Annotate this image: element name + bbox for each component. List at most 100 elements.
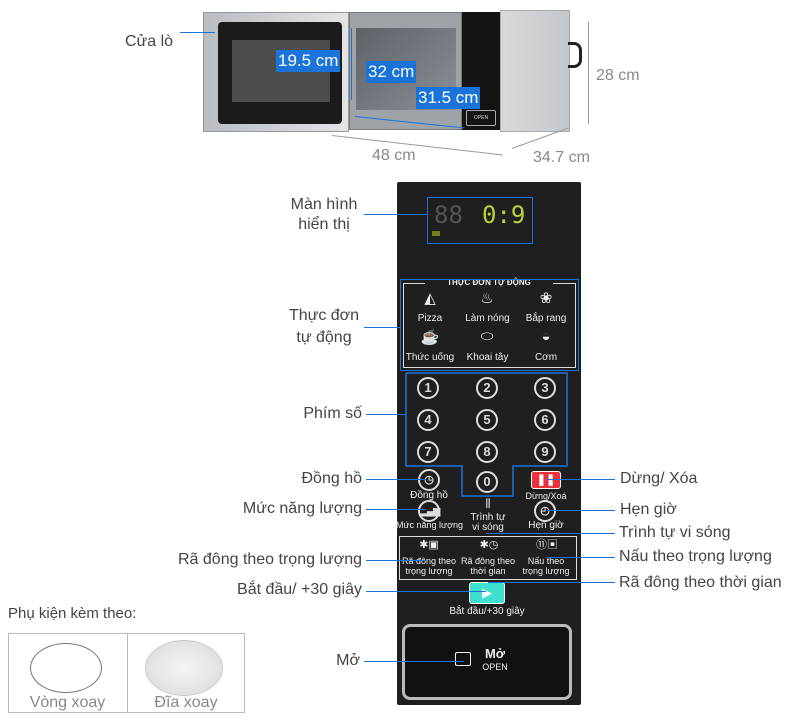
reheat-icon[interactable]: ♨ xyxy=(480,290,494,307)
dim-inner-depth: 31.5 cm xyxy=(416,87,481,109)
key-2[interactable]: 2 xyxy=(476,377,498,399)
callout-display-line1: Màn hình xyxy=(290,196,358,213)
number-keys-highlight xyxy=(405,372,568,497)
key-9[interactable]: 9 xyxy=(534,441,556,463)
callout-display-line2: hiển thị xyxy=(298,216,350,233)
leader-defrost-weight xyxy=(366,560,426,561)
door-open-icon xyxy=(455,652,471,666)
menu-rice[interactable]: Cơm xyxy=(534,352,558,363)
leader-timer xyxy=(547,510,615,511)
key-7[interactable]: 7 xyxy=(417,441,439,463)
display-screen: 88 0:9 xyxy=(430,199,530,241)
clock-icon[interactable]: ◷ xyxy=(418,469,440,491)
display-indicator xyxy=(432,231,440,236)
leader-start xyxy=(366,591,486,592)
width-arrow xyxy=(331,135,503,156)
start-label: Bắt đầu/+30 giây xyxy=(449,606,525,617)
display-right-digits: 0:9 xyxy=(482,201,526,229)
accessory-roller-ring: Vòng xoay xyxy=(29,694,106,711)
door-leader xyxy=(180,32,215,33)
timer-icon[interactable]: ◴ xyxy=(534,500,556,522)
leader-power xyxy=(366,509,426,510)
callout-menu-line1: Thực đơn xyxy=(288,307,360,324)
accessories-divider xyxy=(127,633,128,713)
dim-height: 28 cm xyxy=(596,67,640,84)
callout-clock: Đồng hồ xyxy=(301,470,363,487)
rice-icon[interactable]: ◒ xyxy=(541,328,551,345)
leader-stop xyxy=(547,479,615,480)
dim-width: 48 cm xyxy=(372,147,416,164)
defrost-weight-icon: ✱▣ xyxy=(419,539,439,551)
door-label: Cửa lò xyxy=(125,33,174,50)
menu-beverage[interactable]: Thức uống xyxy=(405,352,455,363)
key-6[interactable]: 6 xyxy=(534,409,556,431)
defrost-time-line1[interactable]: Rã đông theo xyxy=(460,556,516,566)
popcorn-icon[interactable]: ❀ xyxy=(539,290,553,307)
accessories-title: Phụ kiện kèm theo: xyxy=(8,605,137,622)
mini-open-button: OPEN xyxy=(466,110,496,126)
key-4[interactable]: 4 xyxy=(417,409,439,431)
leader-number-keys xyxy=(366,414,406,415)
start-button[interactable]: ▶ xyxy=(469,582,505,604)
beverage-icon[interactable]: ☕ xyxy=(420,329,440,346)
callout-power: Mức năng lượng xyxy=(242,500,362,517)
height-arrow xyxy=(588,22,589,124)
key-5[interactable]: 5 xyxy=(476,409,498,431)
menu-reheat[interactable]: Làm nóng xyxy=(465,313,510,324)
cook-weight-line1[interactable]: Nấu theo xyxy=(527,556,565,566)
dim-depth: 34.7 cm xyxy=(533,149,590,166)
accessory-turntable: Đĩa xoay xyxy=(154,694,218,711)
leader-menu xyxy=(364,327,400,328)
clock-button[interactable]: Đồng hồ xyxy=(410,490,448,501)
leader-display xyxy=(364,214,428,215)
defrost-time-icon: ✱◷ xyxy=(479,539,499,551)
leader-open xyxy=(364,661,464,662)
callout-menu-line2: tự động xyxy=(296,329,352,346)
callout-defrost-time: Rã đông theo thời gian xyxy=(619,574,782,591)
micro-seq-line1[interactable]: Trình tự xyxy=(470,512,506,523)
defrost-weight-line2[interactable]: trọng lượng xyxy=(405,566,453,576)
callout-defrost-weight: Rã đông theo trọng lượng xyxy=(178,551,362,568)
callout-cook-weight: Nấu theo trọng lượng xyxy=(619,548,772,565)
menu-popcorn[interactable]: Bắp rang xyxy=(525,313,567,324)
open-label: Mở xyxy=(484,646,506,661)
leader-clock xyxy=(366,479,426,480)
leader-micro-seq xyxy=(486,533,615,534)
display-highlight xyxy=(427,197,533,244)
potato-icon[interactable]: ⬭ xyxy=(480,328,494,345)
roller-ring-image xyxy=(30,643,102,693)
auto-menu-title: THỰC ĐƠN TỰ ĐỘNG xyxy=(425,277,553,288)
menu-pizza[interactable]: Pizza xyxy=(417,313,443,324)
callout-open: Mở xyxy=(336,652,360,669)
callout-start: Bắt đầu/ +30 giây xyxy=(237,581,362,598)
cook-weight-icon: ⑪▣ xyxy=(536,539,558,551)
display-left-digits: 88 xyxy=(434,201,463,229)
micro-seq-line2[interactable]: vi sóng xyxy=(472,522,504,533)
open-sub-label: OPEN xyxy=(482,662,508,672)
callout-micro-seq: Trình tự vi sóng xyxy=(619,524,731,541)
menu-potato[interactable]: Khoai tây xyxy=(466,352,509,363)
defrost-weight-line1[interactable]: Rã đông theo xyxy=(401,556,457,566)
cook-weight-line2[interactable]: trọng lượng xyxy=(522,566,570,576)
accessories-box xyxy=(8,633,245,713)
defrost-time-line2[interactable]: thời gian xyxy=(470,566,506,576)
door-open-button[interactable] xyxy=(402,624,572,700)
leader-cook-weight xyxy=(547,557,615,558)
key-3[interactable]: 3 xyxy=(534,377,556,399)
pizza-icon[interactable]: ◭ xyxy=(424,290,436,307)
power-cord xyxy=(568,42,582,68)
leader-defrost-time xyxy=(488,582,615,583)
stop-label: Dừng/Xoá xyxy=(525,491,567,501)
weight-menu-frame xyxy=(399,536,577,580)
microwave-icon: ⫼ xyxy=(485,498,491,510)
power-level-button[interactable]: Mức năng lượng xyxy=(396,520,463,530)
callout-stop: Dừng/ Xóa xyxy=(620,470,698,487)
key-0[interactable]: 0 xyxy=(476,471,498,493)
key-1[interactable]: 1 xyxy=(417,377,439,399)
timer-button[interactable]: Hẹn giờ xyxy=(528,520,564,531)
dim-inner-height: 19.5 cm xyxy=(276,50,341,72)
key-8[interactable]: 8 xyxy=(476,441,498,463)
auto-menu-highlight xyxy=(400,279,579,371)
power-level-icon[interactable]: ▂▄▆ xyxy=(418,500,440,522)
stop-button[interactable]: ❚❚ xyxy=(531,471,561,489)
